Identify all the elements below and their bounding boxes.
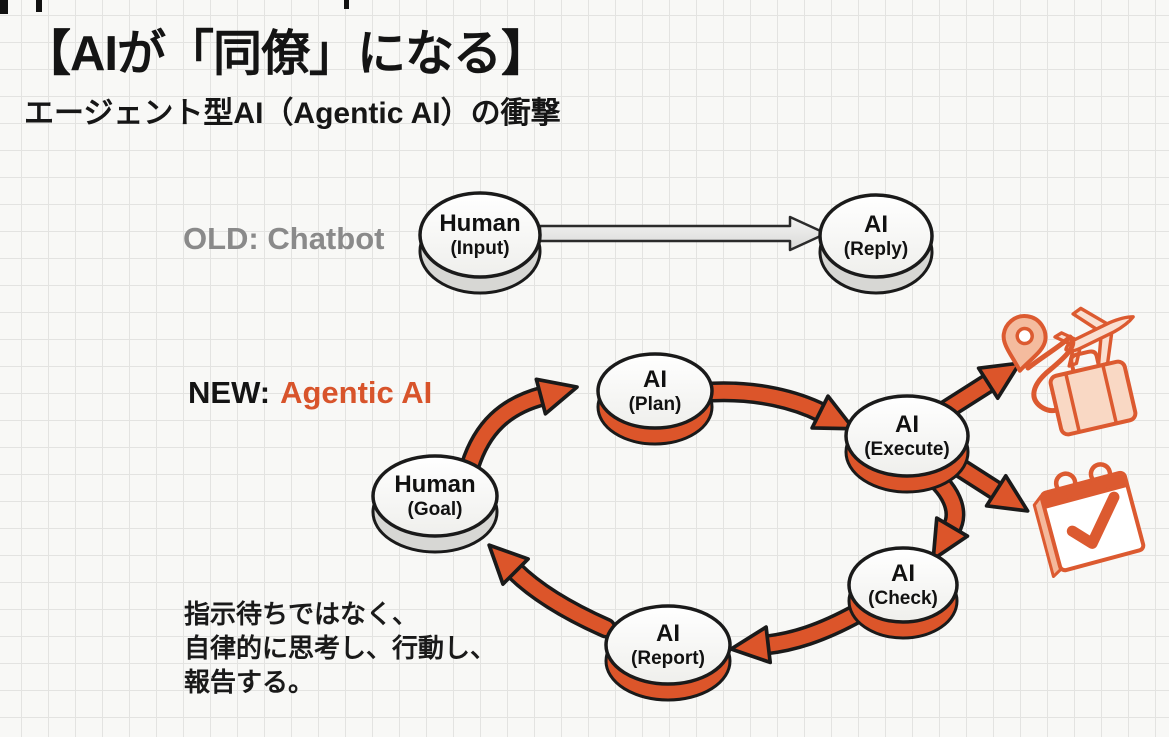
checkmark-icon [1066,491,1120,549]
node-human-goal: Human (Goal) [371,454,499,554]
suitcase-icon [1048,349,1138,437]
arrow-execute-to-travel [935,361,1022,421]
calendar-rings [1053,462,1113,500]
arrow-plan-to-execute [701,381,856,431]
node-label: AI [643,366,667,393]
map-pin-icon [1001,314,1048,373]
note-line-2: 自律的に思考し、行動し、 [184,633,497,663]
node-sublabel: (Report) [631,648,705,669]
page-title: 【AIが「同僚」になる】 [22,27,550,81]
node-sublabel: (Check) [868,588,938,609]
edge-artifacts [0,0,349,14]
node-label: Human [439,210,520,237]
new-label-prefix: NEW: [188,375,271,410]
page-subtitle: エージェント型AI（Agentic AI）の衝撃 [24,97,561,130]
node-label: AI [891,560,915,587]
new-section-label: NEW: Agentic AI [188,375,432,411]
node-label: AI [895,411,919,438]
arrow-check-to-report [729,602,869,665]
node-ai-plan: AI (Plan) [596,352,714,446]
old-section-label: OLD: Chatbot [183,221,385,256]
arrow-report-to-goal [487,543,617,639]
node-sublabel: (Goal) [408,499,463,520]
node-ai-execute: AI (Execute) [844,394,970,494]
node-sublabel: (Execute) [864,439,950,460]
route-line [1025,334,1076,414]
calendar-check-icon [1032,462,1146,579]
node-sublabel: (Reply) [844,239,908,260]
description-note: 指示待ちではなく、 自律的に思考し、行動し、 報告する。 [184,597,496,699]
node-sublabel: (Input) [450,238,509,259]
node-human-input: Human (Input) [418,191,542,295]
node-sublabel: (Plan) [629,394,682,415]
node-label: AI [656,620,680,647]
node-ai-reply: AI (Reply) [818,193,934,295]
travel-plan-icon [1001,306,1138,437]
node-label: Human [394,471,475,498]
old-flow-arrow [538,215,828,252]
node-label: AI [864,211,888,238]
new-label-accent: Agentic AI [280,375,433,410]
note-line-1: 指示待ちではなく、 [184,599,419,629]
note-line-3: 報告する。 [184,667,315,697]
arrow-goal-to-plan [459,377,579,477]
node-ai-check: AI (Check) [847,546,959,640]
node-ai-report: AI (Report) [604,604,732,702]
